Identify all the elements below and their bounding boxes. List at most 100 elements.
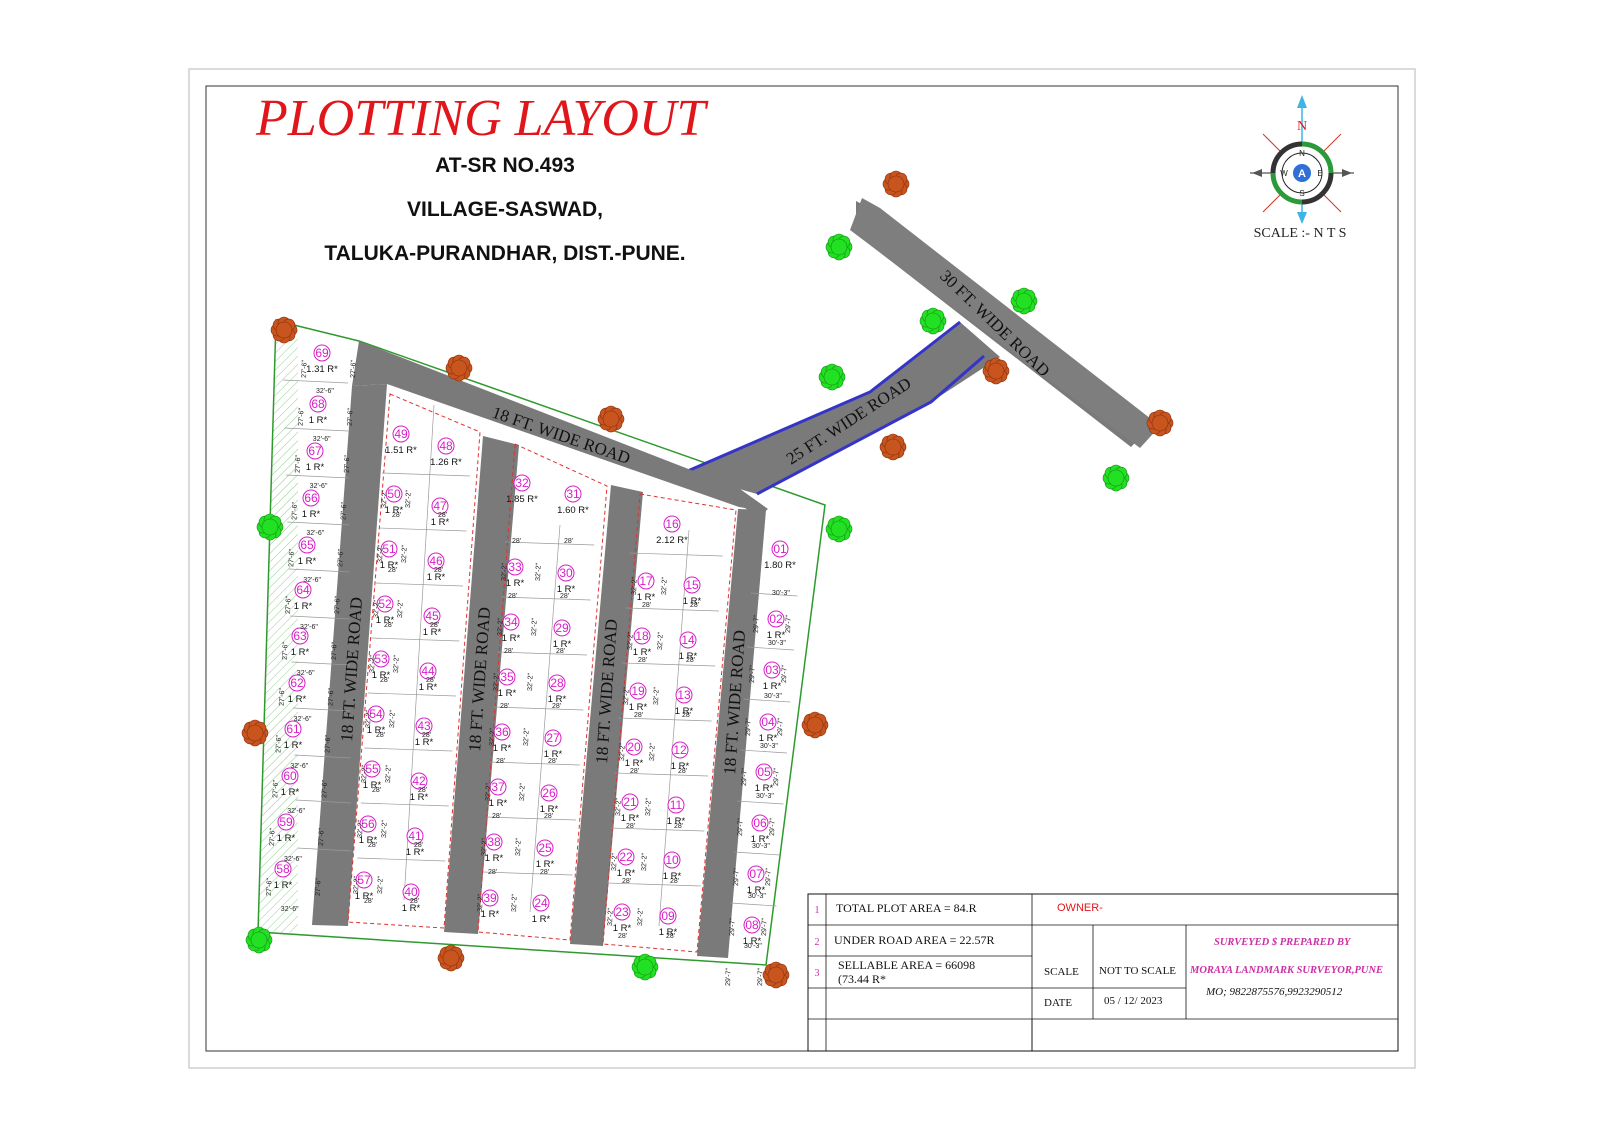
tree-brown-icon — [437, 944, 465, 972]
plot-divider-line — [737, 800, 784, 805]
dimension-label: 29'-7" — [737, 817, 745, 836]
plot-40: 401 R* — [402, 883, 421, 914]
dimension-label: 32'-6" — [294, 716, 312, 723]
plot-divider-line — [490, 761, 580, 766]
plot-number-marker — [481, 889, 499, 907]
dimension-label: 28' — [678, 768, 687, 775]
plot-number-marker — [392, 425, 410, 443]
tree-brown-icon — [270, 316, 298, 344]
plot-number-marker — [613, 903, 631, 921]
plot-grid — [282, 379, 798, 927]
plot-number: 21 — [623, 795, 637, 809]
dimension-label: 32'-2" — [385, 764, 393, 783]
plot-number: 50 — [387, 487, 401, 501]
dimension-label: 32'-2" — [377, 544, 385, 563]
plot-17: 171 R* — [637, 572, 656, 603]
plot-number: 12 — [673, 743, 687, 757]
plot-divider-line — [294, 754, 351, 759]
plot-08: 081 R* — [743, 916, 762, 947]
dimension-label: 27'-6" — [285, 595, 293, 614]
dimension-label: 28' — [666, 933, 675, 940]
plot-number-marker — [277, 813, 295, 831]
tree-brown-icon — [597, 405, 625, 433]
tree-green-icon — [825, 515, 853, 543]
plot-69: 691.31 R* — [306, 344, 338, 375]
plot-16: 162.12 R* — [656, 515, 688, 546]
plot-area: 1 R* — [427, 572, 446, 583]
plot-area: 1 R* — [637, 592, 656, 603]
plot-38: 381 R* — [485, 833, 504, 864]
plot-28: 281 R* — [548, 674, 567, 705]
plot-number-marker — [621, 793, 639, 811]
dimension-label: 27'-6" — [324, 734, 332, 753]
dimension-label: 32'-2" — [397, 599, 405, 618]
dimension-label: 27'-6" — [350, 359, 358, 378]
plot-number-marker — [637, 572, 655, 590]
plot-area: 1 R* — [423, 627, 442, 638]
plot-number: 14 — [681, 633, 695, 647]
row-1-number: 1 — [815, 905, 820, 916]
dimension-label: 27'-6" — [291, 501, 299, 520]
plot-area: 1.31 R* — [306, 364, 338, 375]
dimension-label: 28' — [556, 648, 565, 655]
plot-number-marker — [763, 661, 781, 679]
dimension-label: 28' — [634, 712, 643, 719]
dimension-label: 32'-2" — [519, 782, 527, 801]
plot-number-marker — [302, 489, 320, 507]
dimension-label: 28' — [410, 898, 419, 905]
plot-05: 051 R* — [755, 763, 774, 794]
plot-49: 491.51 R* — [385, 425, 417, 456]
dimension-label: 29'-7" — [785, 614, 793, 633]
plot-area: 1.60 R* — [557, 505, 589, 516]
dimension-label: 32'-2" — [661, 576, 669, 595]
plot-area: 1 R* — [485, 853, 504, 864]
trees-layer — [241, 170, 1174, 989]
plot-area: 1 R* — [621, 813, 640, 824]
plot-divider-line — [403, 404, 435, 901]
plot-divider-line — [486, 816, 577, 821]
plot-number-marker — [313, 344, 331, 362]
plot-45: 451 R* — [423, 607, 442, 638]
plot-divider-line — [622, 662, 716, 667]
plot-area: 1 R* — [359, 835, 378, 846]
plot-number-marker — [288, 674, 306, 692]
plot-number: 18 — [635, 629, 649, 643]
tree-green-icon — [825, 233, 853, 261]
dimension-label: 32'-2" — [527, 672, 535, 691]
plot-number-marker — [291, 627, 309, 645]
plot-04: 04 1 R* — [759, 713, 778, 744]
plot-number: 62 — [290, 676, 304, 690]
dimension-label: 32'-6" — [287, 808, 305, 815]
dimension-label: 28' — [384, 622, 393, 629]
plot-67: 671 R* — [306, 442, 325, 473]
block-outline-3 — [477, 443, 608, 941]
plot-number-marker — [557, 564, 575, 582]
plot-area: 1 R* — [759, 733, 778, 744]
plot-number: 31 — [566, 487, 580, 501]
plot-number: 52 — [378, 597, 392, 611]
plot-area: 1 R* — [306, 462, 325, 473]
dimension-label: 32'-6" — [290, 763, 308, 770]
dimension-label: 30'-3" — [752, 843, 770, 850]
plot-divider-line — [629, 552, 723, 557]
plot-number-marker — [759, 713, 777, 731]
plot-area: 1 R* — [633, 647, 652, 658]
road-18ft-2 — [444, 436, 519, 934]
plot-number: 04 — [761, 715, 775, 729]
dimension-label: 28' — [564, 538, 573, 545]
plot-divider-line — [378, 527, 467, 532]
dimension-label: 29'-7" — [749, 664, 757, 683]
plot-number-marker — [419, 662, 437, 680]
plot-number: 58 — [276, 862, 290, 876]
plot-10: 101 R* — [663, 851, 682, 882]
outer-frame — [188, 68, 1416, 1069]
dimension-label: 32'-2" — [627, 631, 635, 650]
under-road-area: UNDER ROAD AREA = 22.57R — [834, 933, 994, 947]
plot-area: 1 R* — [288, 694, 307, 705]
plot-area: 1 R* — [502, 633, 521, 644]
dimension-label: 32'-2" — [631, 576, 639, 595]
dimension-label: 32'-2" — [611, 852, 619, 871]
plot-number: 03 — [765, 663, 779, 677]
dimension-label: 32'-2" — [641, 852, 649, 871]
plot-number-marker — [513, 474, 531, 492]
